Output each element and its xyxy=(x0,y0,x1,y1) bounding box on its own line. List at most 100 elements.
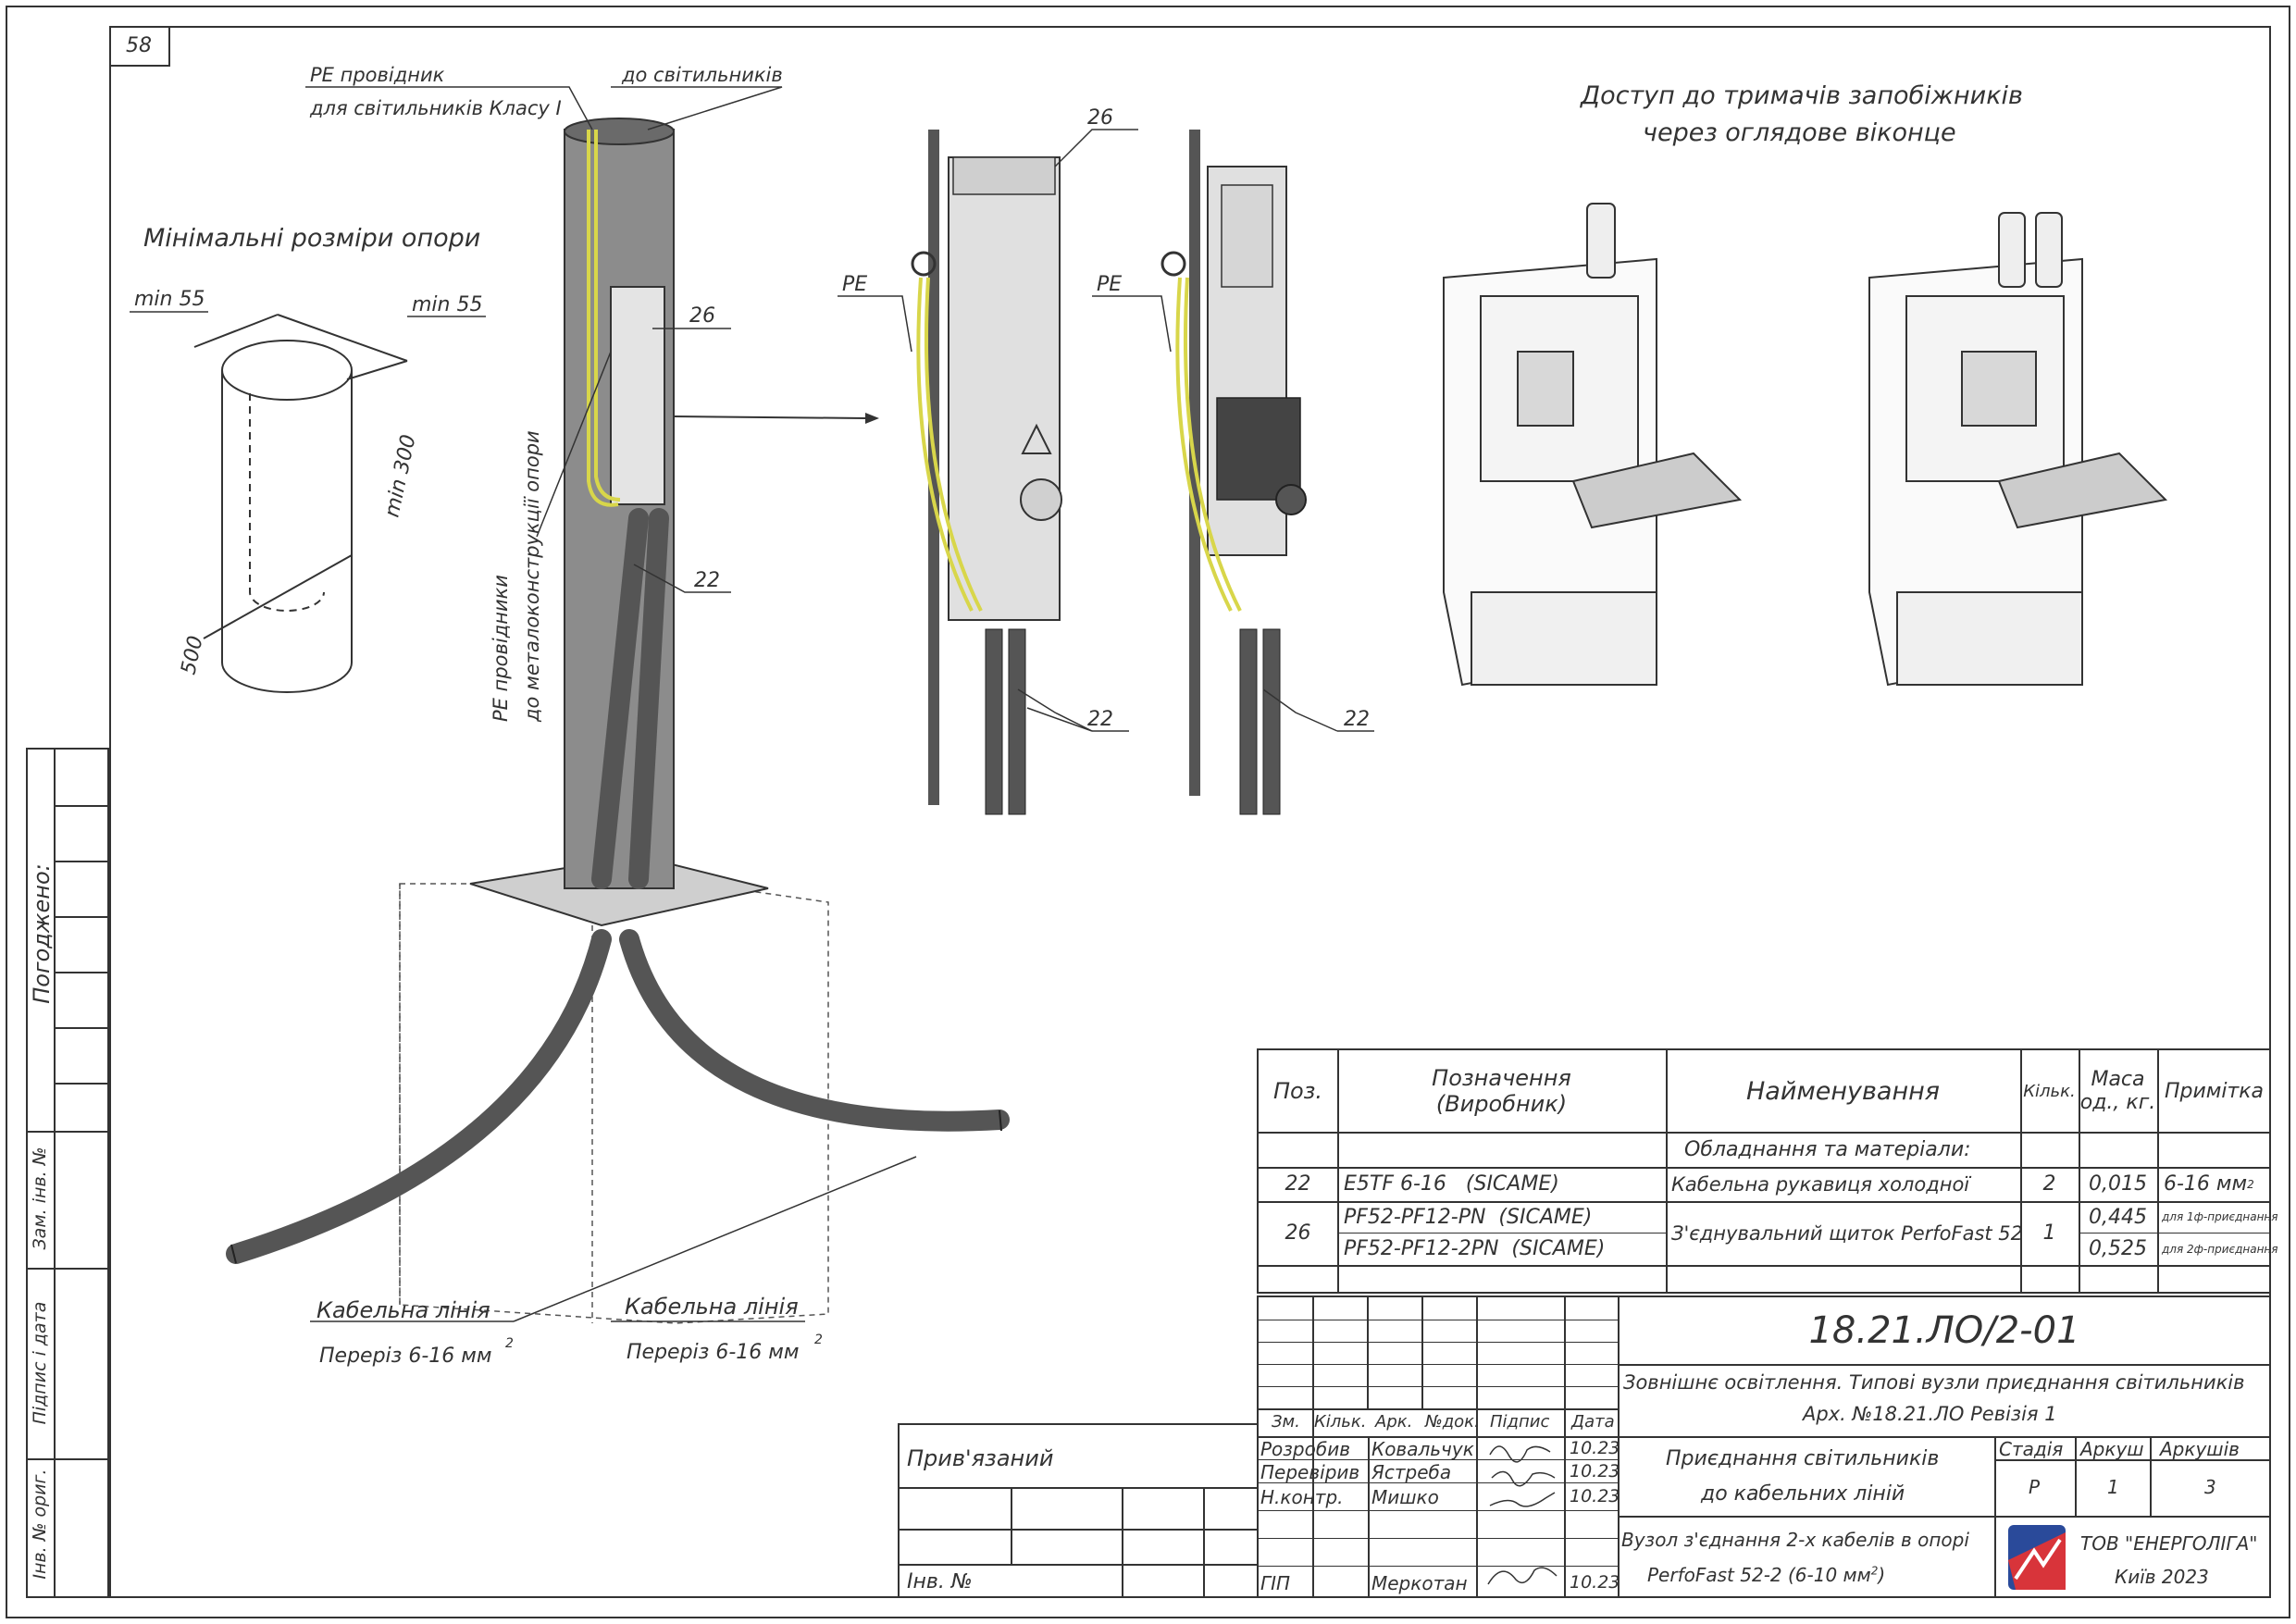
pos26-label-pole: 26 xyxy=(689,304,715,328)
device-closeup-1 xyxy=(911,130,1062,815)
col-header-sheet: Арк. xyxy=(1375,1412,1413,1432)
pos26-label-closeup: 26 xyxy=(1087,106,1113,130)
fuse-holder-2 xyxy=(1868,212,2168,687)
row26-designation-1: PF52-PF12-PN (SICAME) xyxy=(1344,1205,1593,1229)
sheet-frame xyxy=(6,6,2290,1618)
row26-note-2: для 2ф-приєднання xyxy=(2162,1242,2278,1256)
pos22-label-closeup1: 22 xyxy=(1087,708,1113,731)
row22-note-sup: 2 xyxy=(2247,1177,2254,1191)
stage-label: Стадія xyxy=(1999,1438,2064,1460)
node-title-1: Вузол з'єднання 2-х кабелів в опорі xyxy=(1621,1529,1969,1551)
min-dimensions-drawing xyxy=(193,314,408,693)
fuse-access-2: через оглядове віконце xyxy=(1643,118,1956,147)
foundation xyxy=(399,883,829,1324)
company-name: ТОВ "ЕНЕРГОЛІГА" xyxy=(2080,1532,2258,1555)
pe-label-1: PE xyxy=(842,273,867,296)
cable-section-label-2: Переріз 6-16 мм xyxy=(627,1341,799,1364)
name-developed: Ковальчук xyxy=(1371,1438,1474,1460)
title-block: Зм. Кільк. Арк. №док. Підпис Дата Розроб… xyxy=(1257,1295,2271,1598)
node-title-2-sup: 2 xyxy=(1870,1564,1879,1578)
project-title: Зовнішнє освітлення. Типові вузли приєдн… xyxy=(1623,1371,2245,1394)
header-qty: Кільк. xyxy=(2023,1081,2076,1101)
archive-number: Арх. №18.21.ЛО Ревізія 1 xyxy=(1803,1403,2057,1425)
side-stamp: Зам. інв. № Підпис і дата Інв. № ориг. xyxy=(26,1133,109,1598)
col-header-change: Зм. xyxy=(1272,1412,1300,1432)
row22-name: Кабельна рукавиця холодної xyxy=(1671,1172,1970,1196)
header-name: Найменування xyxy=(1745,1076,1940,1106)
header-mass: Маса од., кг. xyxy=(2079,1068,2156,1114)
pe-conductor-label-1: PE провідник xyxy=(310,64,445,86)
sheet-title-2: до кабельних ліній xyxy=(1701,1482,1905,1506)
row26-note-1: для 1ф-приєднання xyxy=(2162,1210,2278,1223)
row26-mass-2: 0,525 xyxy=(2089,1237,2147,1260)
col-header-doc: №док. xyxy=(1425,1412,1480,1432)
dim-min55-b: min 55 xyxy=(412,293,482,316)
row22-pos: 22 xyxy=(1285,1172,1311,1196)
row26-name: З'єднувальний щиток PerfoFast 52 xyxy=(1671,1221,2024,1245)
dim-min55-a: min 55 xyxy=(134,288,205,311)
cable-line-label-2: Кабельна лінія xyxy=(625,1294,799,1320)
sheets-label: Аркушів xyxy=(2160,1438,2240,1460)
date-chief: 10.23 xyxy=(1570,1572,1620,1593)
row26-mass-1: 0,445 xyxy=(2089,1205,2147,1229)
row26-qty: 1 xyxy=(2042,1221,2056,1245)
drawing-code: 18.21.ЛО/2-01 xyxy=(1808,1309,2080,1352)
section-title: Обладнання та матеріали: xyxy=(1684,1137,1971,1161)
inv-no-label: Інв. № xyxy=(907,1570,973,1593)
name-normcontrol: Мишко xyxy=(1371,1486,1439,1508)
cable-line-label-1: Кабельна лінія xyxy=(316,1297,490,1323)
node-title-2: PerfoFast 52-2 (6-10 мм2) xyxy=(1647,1564,1886,1586)
header-pos: Поз. xyxy=(1272,1078,1323,1104)
spec-table: Поз. Позначення (Виробник) Найменування … xyxy=(1257,1048,2278,1294)
col-header-qty: Кільк. xyxy=(1314,1412,1367,1432)
role-chief: ГІП xyxy=(1260,1572,1291,1594)
pos22-label-pole: 22 xyxy=(694,569,720,592)
fuse-access-1: Доступ до тримачів запобіжників xyxy=(1580,81,2023,110)
cable-section-sup-1: 2 xyxy=(505,1336,514,1351)
date-checked: 10.23 xyxy=(1570,1461,1620,1481)
bound-block: Прив'язаний Інв. № xyxy=(898,1423,1259,1598)
min-dims-title: Мінімальні розміри опори xyxy=(143,224,480,253)
pos22-label-closeup2: 22 xyxy=(1344,708,1370,731)
dim-500: 500 xyxy=(177,634,207,676)
role-developed: Розробив xyxy=(1260,1438,1350,1460)
dim-min300: min 300 xyxy=(380,433,420,520)
header-note: Примітка xyxy=(2164,1079,2265,1103)
signatures xyxy=(1487,1445,1558,1585)
col-header-sign: Підпис xyxy=(1490,1412,1550,1432)
device-closeup-2 xyxy=(1160,130,1307,815)
to-lamps-label: до світильників xyxy=(621,64,783,86)
sheets-value: 3 xyxy=(2204,1476,2216,1498)
company-logo xyxy=(2008,1525,2066,1590)
bound-label: Прив'язаний xyxy=(907,1445,1054,1471)
col-header-date: Дата xyxy=(1571,1412,1615,1432)
row22-note-text: 6-16 мм xyxy=(2164,1172,2248,1196)
header-designation: Позначення (Виробник) xyxy=(1432,1065,1571,1117)
agreed-column: Погоджено: xyxy=(26,748,111,1133)
date-developed: 10.23 xyxy=(1570,1438,1620,1458)
page-number: 58 xyxy=(126,33,152,57)
pe-metal-label-1: PE провідники xyxy=(490,575,512,722)
pe-metal-label-2: до металоконструкції опори xyxy=(521,430,543,723)
role-checked: Перевірив xyxy=(1260,1461,1360,1483)
stage-value: Р xyxy=(2029,1476,2041,1498)
row22-designation: E5TF 6-16 (SICAME) xyxy=(1344,1172,1559,1196)
date-normcontrol: 10.23 xyxy=(1570,1486,1620,1506)
name-chief: Меркотан xyxy=(1371,1572,1468,1594)
pe-label-2: PE xyxy=(1097,273,1122,296)
row26-pos: 26 xyxy=(1285,1221,1311,1245)
row26-designation-2: PF52-PF12-2PN (SICAME) xyxy=(1344,1237,1606,1260)
role-normcontrol: Н.контр. xyxy=(1260,1486,1344,1508)
cable-section-sup-2: 2 xyxy=(814,1333,823,1347)
page-number-box: 58 xyxy=(109,26,170,67)
sheet-title-1: Приєднання світильників xyxy=(1666,1447,1940,1470)
cable-section-label-1: Переріз 6-16 мм xyxy=(319,1345,491,1368)
fuse-holder-1 xyxy=(1443,203,1743,687)
row22-qty: 2 xyxy=(2042,1172,2056,1196)
pole-device xyxy=(610,286,665,505)
pe-conductor-label-2: для світильників Класу I xyxy=(309,97,562,119)
sheet-label: Аркуш xyxy=(2080,1438,2144,1460)
node-title-2-text: PerfoFast 52-2 (6-10 мм xyxy=(1647,1564,1871,1586)
